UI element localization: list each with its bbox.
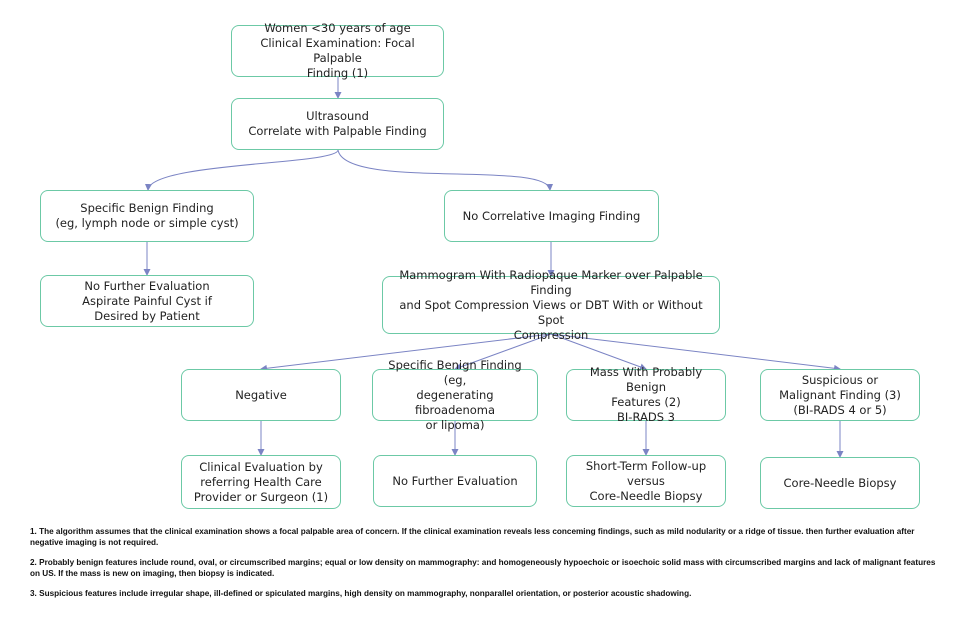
footnote-3: 3. Suspicious features include irregular… xyxy=(30,589,692,598)
node-no-correlative-finding: No Correlative Imaging Finding xyxy=(444,190,659,242)
node-mammogram: Mammogram With Radiopaque Marker over Pa… xyxy=(382,268,720,342)
node-negative: Negative xyxy=(181,369,341,421)
node-short-term-follow-up: Short-Term Follow-up versus Core-Needle … xyxy=(566,455,726,507)
connector-n6-n10 xyxy=(550,333,841,372)
node-probably-benign-mass: Mass With Probably Benign Features (2) B… xyxy=(566,365,726,424)
node-suspicious-malignant: Suspicious or Malignant Finding (3) (BI-… xyxy=(760,369,920,421)
footnote-2: 2. Probably benign features include roun… xyxy=(30,558,936,578)
node-specific-benign-finding-2: Specific Benign Finding (eg, degeneratin… xyxy=(372,358,538,432)
connector-n2-n3 xyxy=(144,149,339,191)
node-ultrasound: Ultrasound Correlate with Palpable Findi… xyxy=(231,98,444,150)
connector-n2-n4 xyxy=(337,149,554,191)
node-women-under-30: Women <30 years of age Clinical Examinat… xyxy=(231,21,444,80)
connector-n6-n9 xyxy=(550,333,647,371)
connector-n6-n8 xyxy=(454,333,552,371)
node-no-further-evaluation-aspirate: No Further Evaluation Aspirate Painful C… xyxy=(40,275,254,327)
node-clinical-evaluation: Clinical Evaluation by referring Health … xyxy=(181,455,341,509)
node-core-needle-biopsy: Core-Needle Biopsy xyxy=(760,457,920,509)
footnote-1: 1. The algorithm assumes that the clinic… xyxy=(30,527,915,547)
connector-n6-n7 xyxy=(260,333,552,372)
node-no-further-evaluation: No Further Evaluation xyxy=(373,455,537,507)
node-specific-benign-finding: Specific Benign Finding (eg, lymph node … xyxy=(40,190,254,242)
